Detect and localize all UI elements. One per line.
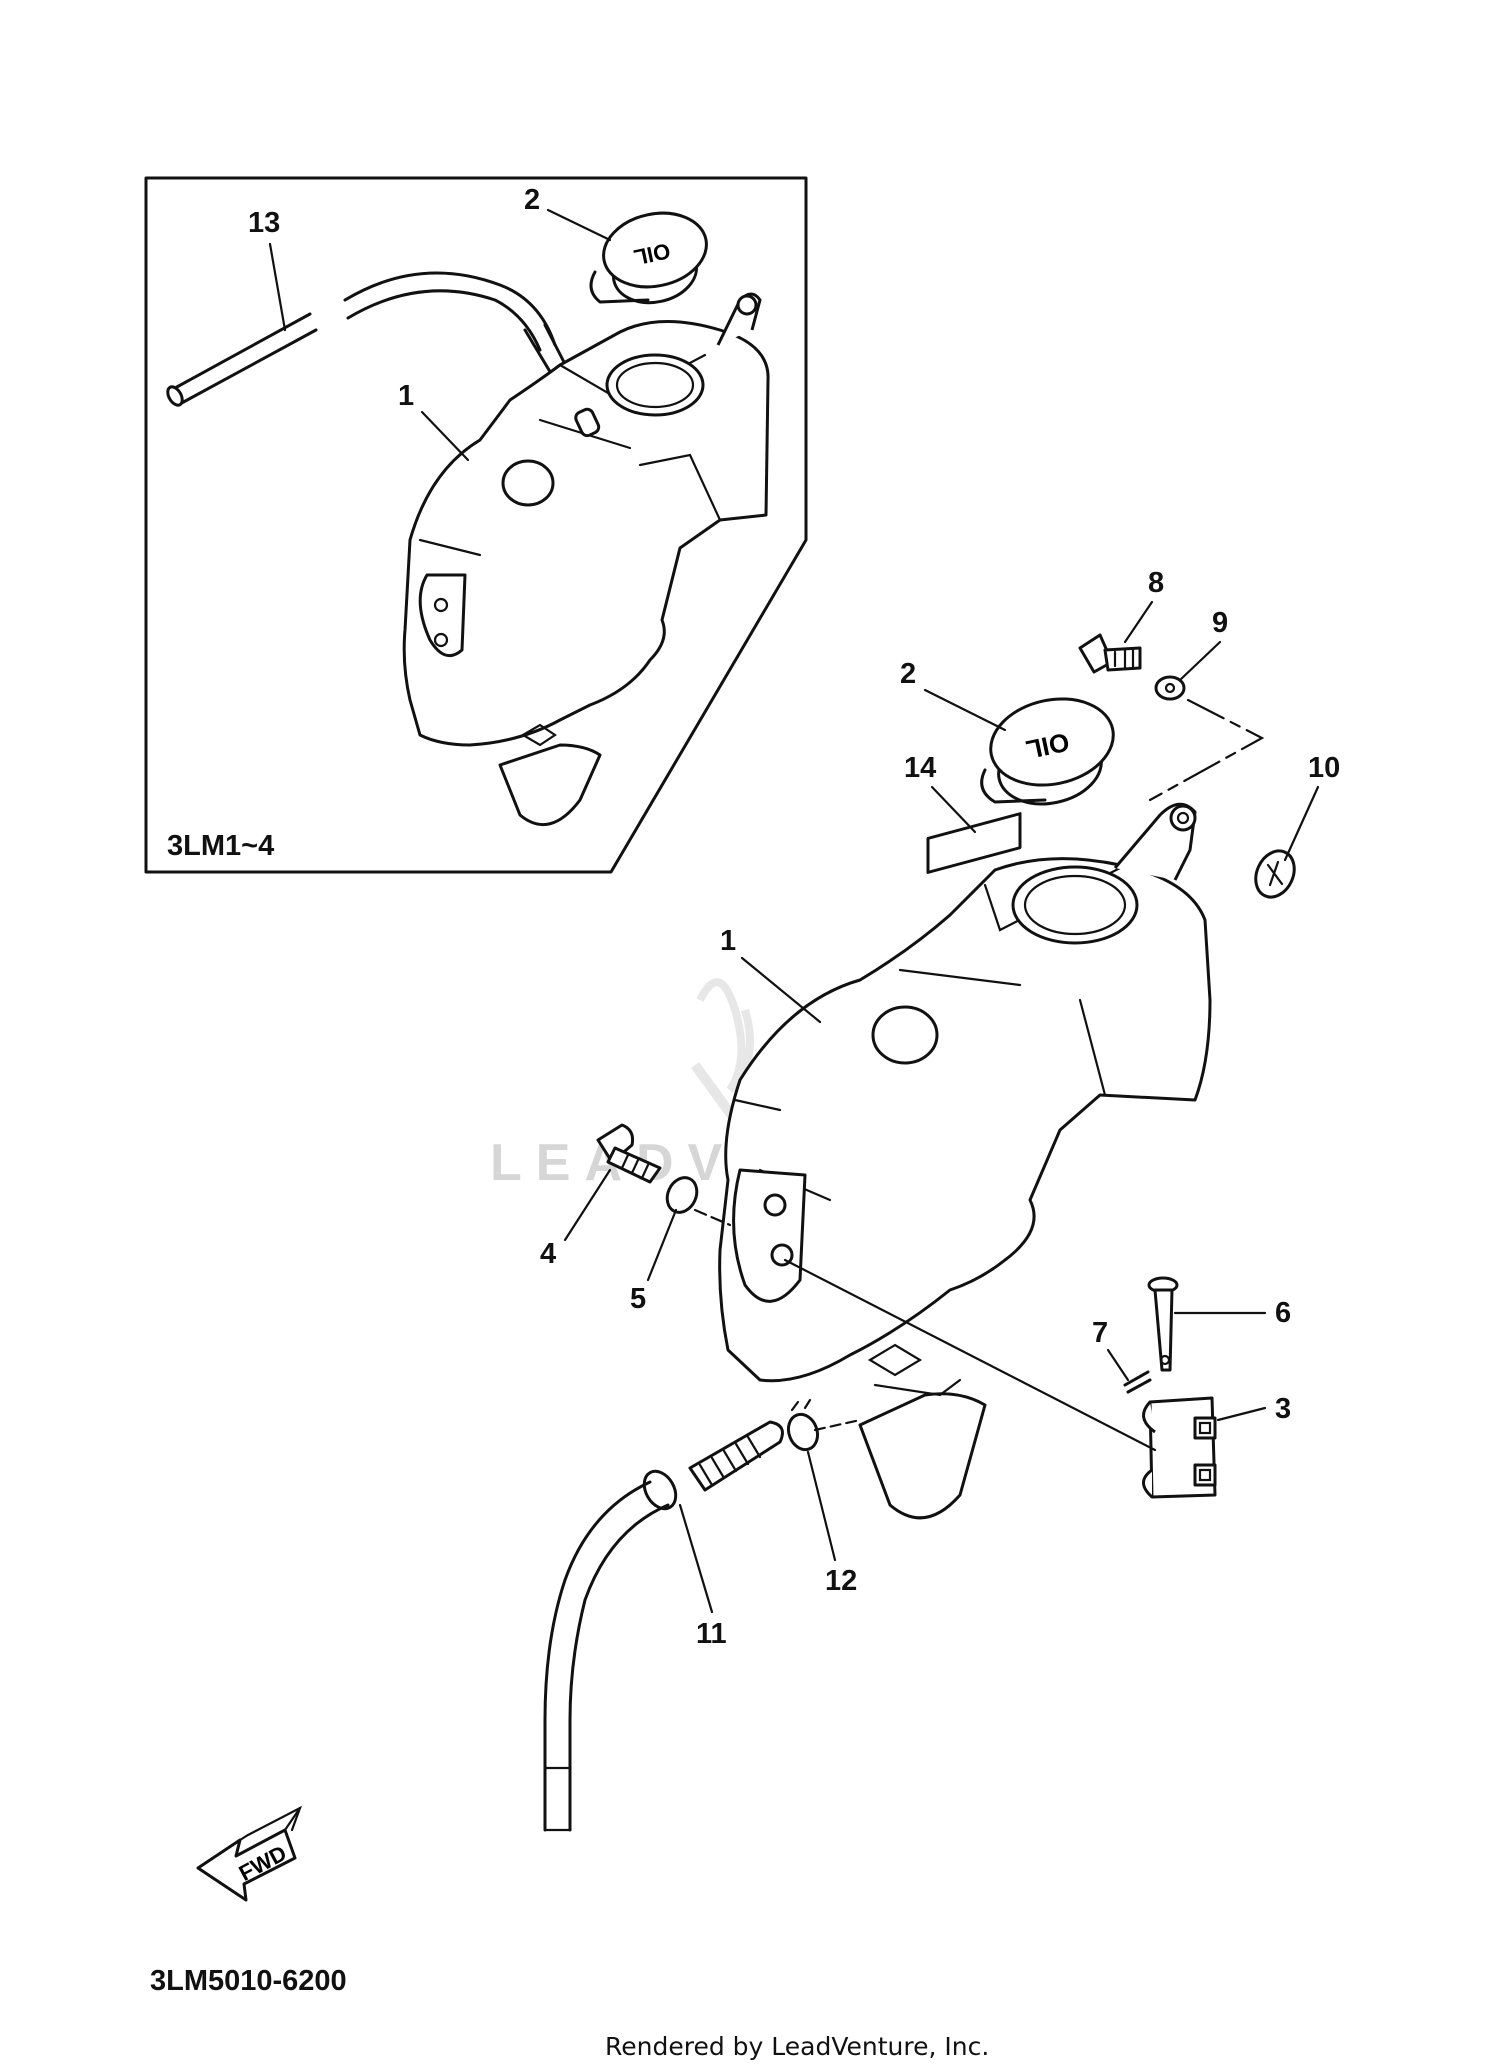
callout-14: 14 (904, 752, 936, 784)
footer-credit: Rendered by LeadVenture, Inc. (605, 2032, 989, 2061)
inset-cap-2: OIL (589, 211, 708, 305)
inset-leader-2 (546, 208, 612, 242)
cap-2: OIL (980, 697, 1115, 806)
callout-10: 10 (1308, 752, 1340, 784)
fwd-arrow-icon: FWD (196, 1805, 302, 1902)
leader-hole-to-bracket (783, 1258, 1157, 1452)
inset-tank-1 (402, 292, 770, 826)
inset-model-label: 3LM1~4 (167, 830, 274, 862)
callout-1: 1 (720, 925, 736, 957)
inset-box: OIL 13 2 1 3LM1~4 (144, 176, 808, 874)
callout-7: 7 (1092, 1317, 1108, 1349)
nut-10 (1254, 849, 1296, 899)
washer-9 (1154, 675, 1186, 701)
inset-callout-1: 1 (398, 380, 414, 412)
callout-4: 4 (540, 1238, 556, 1270)
tank-1 (718, 802, 1212, 1520)
inset-hose-13 (166, 271, 570, 407)
leader-8-9-to-bracket (1148, 698, 1265, 802)
callout-2: 2 (900, 658, 916, 690)
callout-5: 5 (630, 1283, 646, 1315)
callout-11: 11 (696, 1618, 727, 1650)
hose-11 (543, 1420, 784, 1832)
callout-9: 9 (1212, 607, 1228, 639)
label-14 (926, 812, 1022, 874)
callout-8: 8 (1148, 567, 1164, 599)
callout-6: 6 (1275, 1297, 1291, 1329)
callout-12: 12 (825, 1565, 857, 1597)
inset-callout-2: 2 (524, 184, 540, 216)
bolt-8 (1078, 633, 1142, 674)
inset-callout-13: 13 (248, 207, 280, 239)
callout-3: 3 (1275, 1393, 1291, 1425)
inset-leader-1 (420, 410, 470, 462)
diagram-code: 3LM5010-6200 (150, 1965, 347, 1997)
clamp-12 (786, 1398, 820, 1452)
inset-leader-13 (268, 242, 287, 332)
pin-6 (1147, 1276, 1179, 1372)
cotter-pin-7 (1123, 1370, 1152, 1394)
bracket-3 (1142, 1396, 1217, 1499)
bolt-4 (596, 1123, 662, 1184)
